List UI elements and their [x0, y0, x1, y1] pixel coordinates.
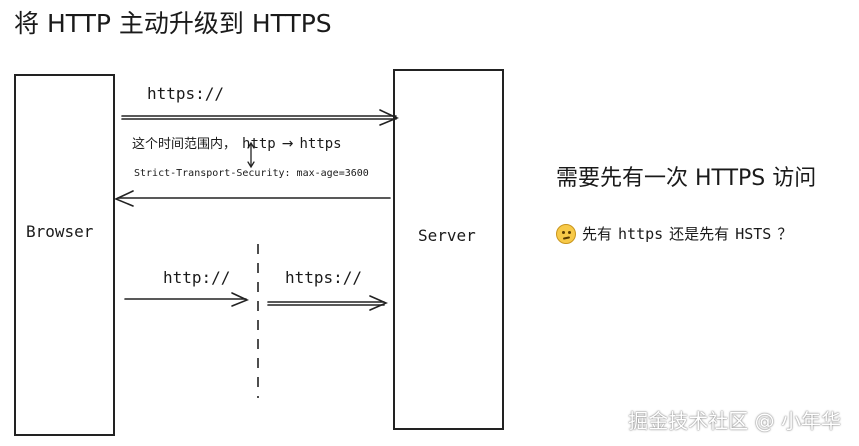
- lower-http-label: http://: [163, 268, 231, 287]
- window-note-arrow: →: [281, 136, 294, 152]
- note-question-https: https: [618, 224, 664, 243]
- window-note-prefix: 这个时间范围内，: [132, 137, 237, 152]
- request-https-label: https://: [147, 84, 225, 103]
- note-question-prefix: 先有: [582, 225, 613, 243]
- lower-http-arrow: [124, 292, 250, 307]
- request-https-arrow: [121, 109, 399, 126]
- page-title: 将 HTTP 主动升级到 HTTPS: [14, 9, 332, 38]
- server-label: Server: [418, 226, 476, 245]
- note-main: 需要先有一次 HTTPS 访问: [556, 166, 817, 191]
- note-question-hsts: HSTS: [735, 224, 772, 243]
- hsts-response-arrow: [114, 190, 391, 207]
- browser-label: Browser: [26, 222, 94, 241]
- server-box: [393, 69, 504, 430]
- note-question-mid: 还是先有: [669, 225, 730, 243]
- small-vertical-arrow: [247, 141, 255, 169]
- lower-https-label: https://: [285, 268, 363, 287]
- lower-https-arrow: [267, 295, 388, 311]
- window-note-from: http: [242, 136, 276, 152]
- note-question: 先有 https 还是先有 HSTS ？: [556, 223, 792, 244]
- window-note-to: https: [299, 136, 342, 152]
- window-note: 这个时间范围内， http → https: [132, 133, 342, 152]
- hsts-header-label: Strict-Transport-Security: max-age=3600: [134, 168, 369, 179]
- note-question-mark: ？: [777, 225, 793, 243]
- browser-box: [14, 74, 115, 436]
- watermark: 掘金技术社区 @ 小年华: [628, 409, 841, 433]
- thinking-face-icon: [556, 223, 576, 244]
